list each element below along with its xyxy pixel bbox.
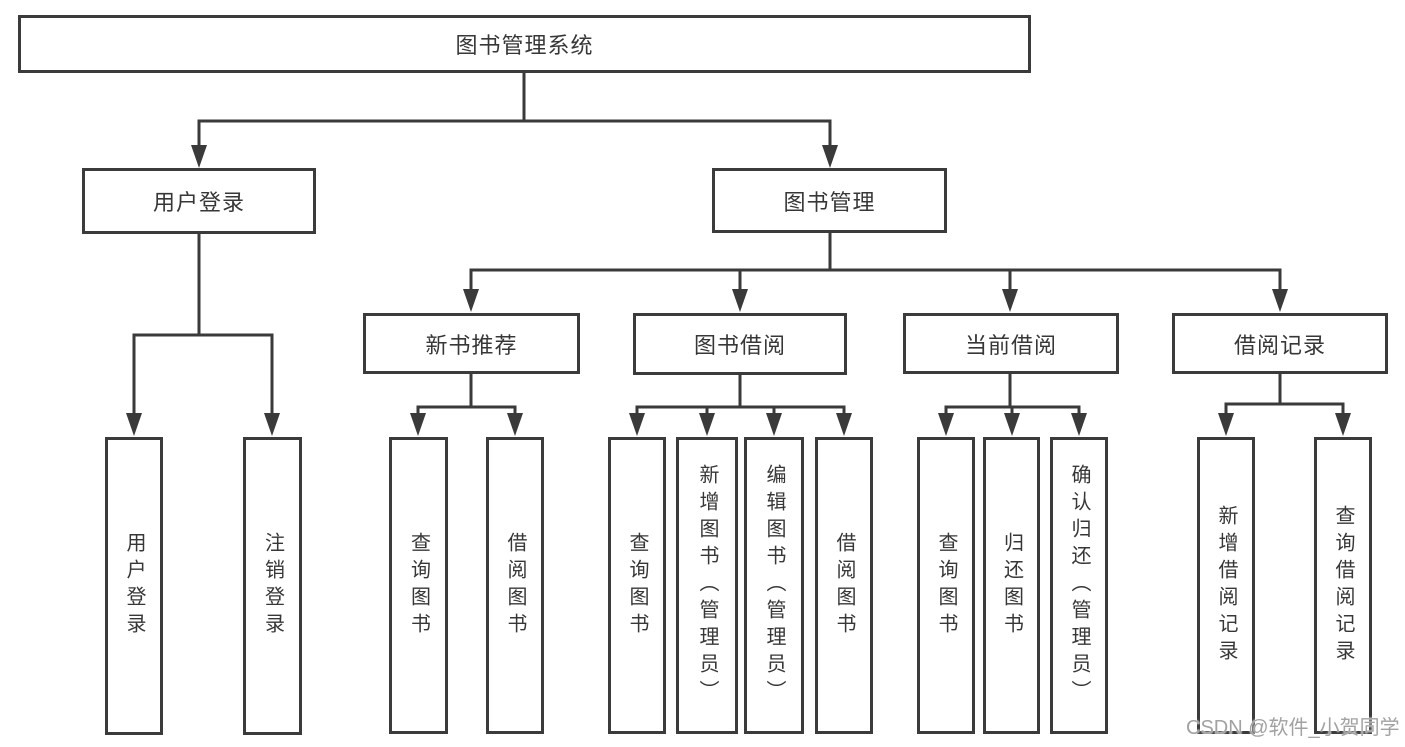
edge-root-to-level2 — [197, 70, 832, 148]
node-library-system: 图书管理系统 — [18, 15, 1031, 73]
leaf-borrow-query-book: 查询图书 — [608, 437, 666, 734]
arrowhead — [1071, 413, 1087, 436]
leaf-current-query-book: 查询图书 — [917, 437, 975, 734]
node-book-management: 图书管理 — [712, 168, 947, 233]
node-borrow-records: 借阅记录 — [1172, 313, 1388, 374]
arrowhead — [699, 413, 715, 436]
arrowhead — [1218, 413, 1234, 436]
edge-records-to-leaves — [1224, 372, 1345, 418]
arrowhead — [822, 145, 838, 168]
arrowhead — [410, 413, 426, 436]
arrowhead — [126, 413, 142, 436]
arrowhead — [507, 413, 523, 436]
arrowhead — [264, 413, 280, 436]
arrowheads — [126, 145, 1351, 436]
watermark-text: CSDN @软件_小贺同学 — [1186, 717, 1400, 739]
arrowhead — [629, 413, 645, 436]
edge-userlogin-to-leaves — [132, 232, 274, 418]
node-current-borrow: 当前借阅 — [903, 313, 1119, 374]
arrowhead — [1002, 289, 1018, 312]
arrowhead — [836, 413, 852, 436]
leaf-borrow-edit-book-admin: 编辑图书（管理员） — [744, 437, 804, 734]
leaf-logout-login: 注销登录 — [243, 437, 302, 735]
node-user-login: 用户登录 — [82, 168, 316, 234]
arrowhead — [732, 289, 748, 312]
leaf-newbook-query-book: 查询图书 — [389, 437, 448, 734]
edge-bookmgmt-to-level3 — [469, 231, 1282, 294]
connector-paths — [132, 70, 1345, 418]
leaf-user-login: 用户登录 — [105, 437, 163, 735]
arrowhead — [463, 289, 479, 312]
arrowhead — [1335, 413, 1351, 436]
leaf-borrow-add-book-admin: 新增图书（管理员） — [676, 437, 738, 734]
arrowhead — [938, 413, 954, 436]
arrowhead — [1272, 289, 1288, 312]
leaf-records-add-record: 新增借阅记录 — [1197, 437, 1255, 734]
leaf-newbook-borrow-book: 借阅图书 — [486, 437, 544, 734]
leaf-current-confirm-return-admin: 确认归还（管理员） — [1050, 437, 1108, 734]
edge-current-to-leaves — [944, 372, 1081, 418]
edge-borrow-to-leaves — [635, 373, 846, 418]
arrowhead — [191, 145, 207, 168]
leaf-records-query-record: 查询借阅记录 — [1314, 437, 1372, 734]
node-book-borrow: 图书借阅 — [633, 313, 847, 375]
leaf-current-return-book: 归还图书 — [983, 437, 1040, 734]
edge-newbook-to-leaves — [416, 372, 517, 418]
arrowhead — [1004, 413, 1020, 436]
arrowhead — [766, 413, 782, 436]
leaf-borrow-borrow-book: 借阅图书 — [815, 437, 873, 734]
node-new-book-recommend: 新书推荐 — [363, 313, 580, 374]
